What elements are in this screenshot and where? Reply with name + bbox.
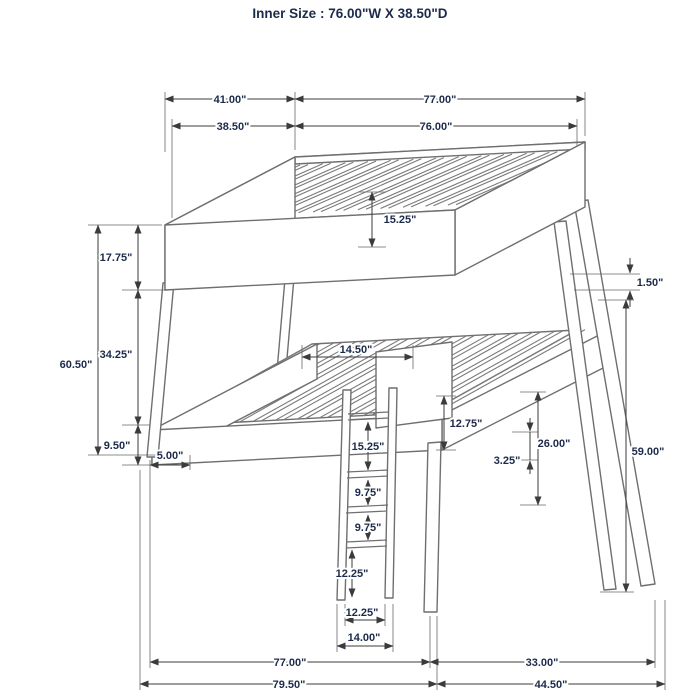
dim-label-ladder-overall-width: 14.00" <box>348 632 381 644</box>
dim-rung-spacing-lower: 9.75" <box>353 514 383 541</box>
dim-rung-length: 12.25" <box>344 605 386 624</box>
dim-label-under-bed-clearance: 26.00" <box>538 438 571 450</box>
dim-upper-slat-span: 15.25" <box>368 191 418 248</box>
dim-label-upper-slat-span: 15.25" <box>384 214 417 226</box>
ladder-left-rail <box>336 389 352 601</box>
dim-top-length-inner: 76.00" <box>294 119 578 135</box>
upper-bunk-front-rail <box>164 209 456 291</box>
dim-label-rung-length: 12.25" <box>346 607 379 619</box>
slat <box>357 154 490 211</box>
ladder-rung <box>346 469 389 479</box>
dim-floor-length-overall: 79.50" <box>139 677 438 693</box>
ladder-rung <box>347 411 390 421</box>
slat <box>312 157 445 213</box>
dim-leg-inset: 5.00" <box>149 448 191 469</box>
dim-rung-floor-clearance: 12.25" <box>334 549 370 598</box>
dim-label-slat-lip: 1.50" <box>637 277 664 289</box>
dim-label-bunk-gap-height: 34.25" <box>100 349 133 361</box>
slat <box>290 158 422 214</box>
lower-front-right-leg <box>423 441 442 613</box>
dim-label-top-length-inner: 76.00" <box>420 121 453 133</box>
dim-label-top-depth-outer: 41.00" <box>214 94 247 106</box>
dim-label-ladder-top-spacing: 15.25" <box>352 441 385 453</box>
dim-ladder-bracket-height: 12.75" <box>440 395 484 451</box>
dim-lower-rail-height: 9.50" <box>102 424 142 466</box>
dim-left-overall-height: 60.50" <box>58 224 102 456</box>
dim-label-right-overall-height: 59.00" <box>632 446 665 458</box>
dim-upper-rail-height: 17.75" <box>98 224 142 291</box>
dimensions: 41.00" 77.00" 38.50" 76.00" 60.50" 17.75… <box>58 92 667 693</box>
ladder-rung <box>345 504 389 514</box>
slat <box>429 329 586 413</box>
dim-ladder-top-spacing: 15.25" <box>350 421 386 471</box>
dim-rung-spacing-upper: 9.75" <box>353 479 383 506</box>
ladder-right-rail <box>384 387 398 599</box>
dim-top-length-outer: 77.00" <box>294 92 586 108</box>
dim-top-depth-inner: 38.50" <box>171 119 296 135</box>
dim-label-floor-depth: 33.00" <box>526 657 559 669</box>
dim-label-floor-length: 77.00" <box>274 657 307 669</box>
dim-label-left-overall-height: 60.50" <box>60 359 93 371</box>
slat <box>402 152 535 208</box>
dim-label-top-length-outer: 77.00" <box>424 94 457 106</box>
dim-ladder-overall-width: 14.00" <box>336 630 394 650</box>
dim-label-leg-inset: 5.00" <box>157 450 184 462</box>
ladder-rung <box>345 539 388 549</box>
dim-floor-length: 77.00" <box>149 655 431 671</box>
dim-floor-depth-overall: 44.50" <box>436 677 666 693</box>
slat <box>380 153 513 210</box>
dim-slat-lip: 1.50" <box>626 258 665 307</box>
dim-label-rung-spacing-upper: 9.75" <box>355 487 382 499</box>
dim-label-rung-spacing-lower: 9.75" <box>355 522 382 534</box>
dim-label-upper-rail-height: 17.75" <box>100 252 133 264</box>
dim-label-lower-slat-lip: 3.25" <box>494 455 521 467</box>
dim-top-depth-outer: 41.00" <box>164 92 296 108</box>
dim-floor-depth: 33.00" <box>429 655 656 671</box>
dim-label-top-depth-inner: 38.50" <box>217 121 250 133</box>
right-front-leg <box>553 220 617 591</box>
upper-bunk <box>164 141 586 291</box>
dim-label-lower-rail-height: 9.50" <box>104 440 131 452</box>
slat <box>425 151 558 207</box>
dim-under-bed-clearance: 26.00" <box>534 391 572 506</box>
dim-bunk-gap-height: 34.25" <box>98 289 142 426</box>
dim-ladder-hook-width: 14.50" <box>301 342 414 361</box>
ladder-bracket-panel <box>375 341 453 429</box>
diagram-title: Inner Size : 76.00"W X 38.50"D <box>252 6 447 21</box>
slat <box>335 155 467 212</box>
dim-label-floor-length-overall: 79.50" <box>273 679 306 691</box>
dim-label-floor-depth-overall: 44.50" <box>535 679 568 691</box>
dim-label-rung-floor-clearance: 12.25" <box>336 568 369 580</box>
dim-right-overall-height: 59.00" <box>622 299 666 593</box>
ladder <box>336 341 453 601</box>
dim-label-ladder-hook-width: 14.50" <box>340 344 373 356</box>
dim-label-ladder-bracket-height: 12.75" <box>450 418 483 430</box>
dim-lower-slat-lip: 3.25" <box>492 418 534 474</box>
